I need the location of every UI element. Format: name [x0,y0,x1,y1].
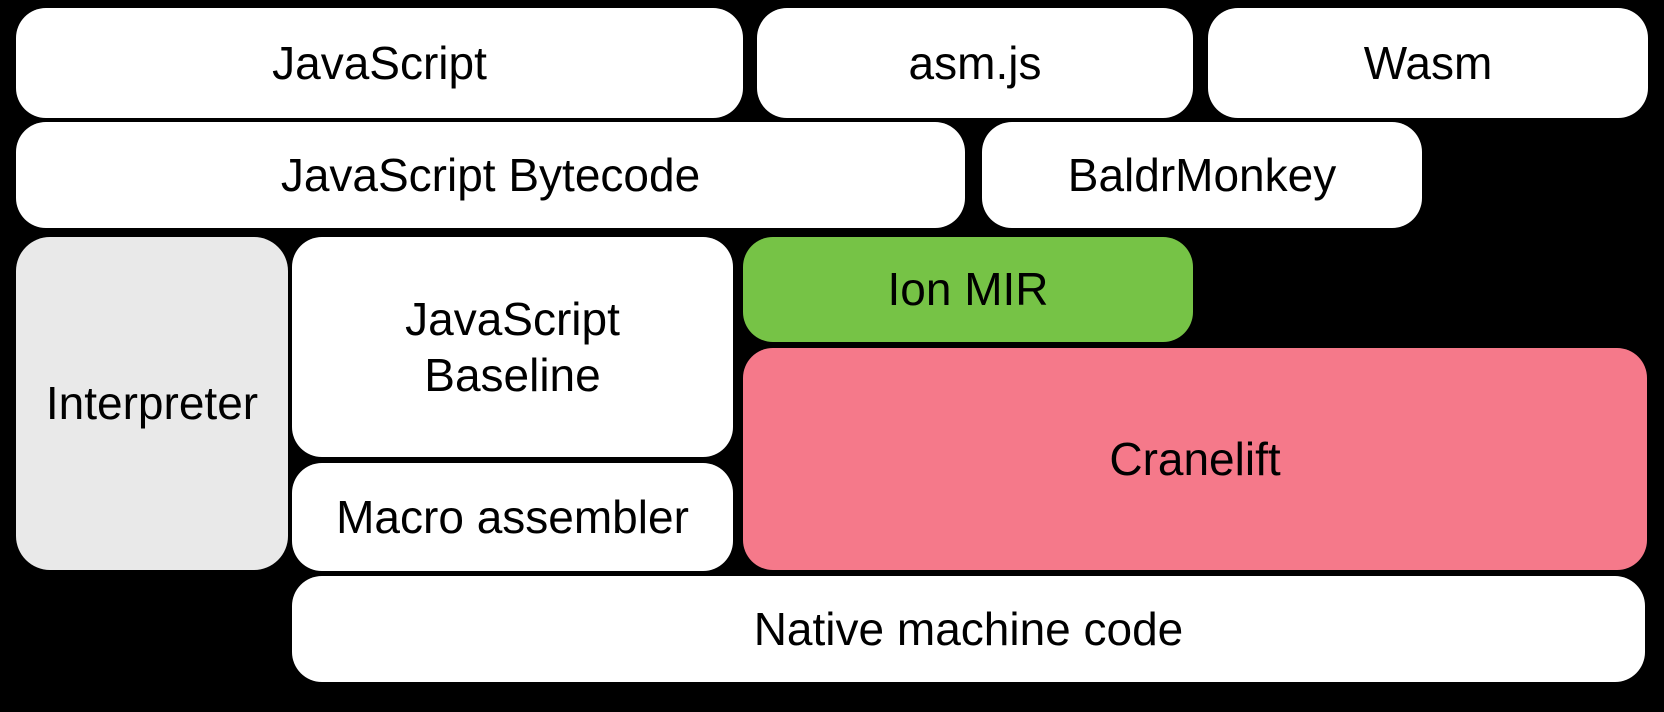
box-javascript: JavaScript [16,8,743,118]
box-javascript-baseline: JavaScript Baseline [292,237,733,457]
box-ion-mir: Ion MIR [743,237,1193,342]
box-asmjs: asm.js [757,8,1193,118]
box-interpreter: Interpreter [16,237,288,570]
box-wasm: Wasm [1208,8,1648,118]
box-baldrmonkey: BaldrMonkey [982,122,1422,228]
box-javascript-bytecode: JavaScript Bytecode [16,122,965,228]
box-macro-assembler: Macro assembler [292,463,733,571]
box-cranelift: Cranelift [743,348,1647,570]
box-native-machine-code: Native machine code [292,576,1645,682]
